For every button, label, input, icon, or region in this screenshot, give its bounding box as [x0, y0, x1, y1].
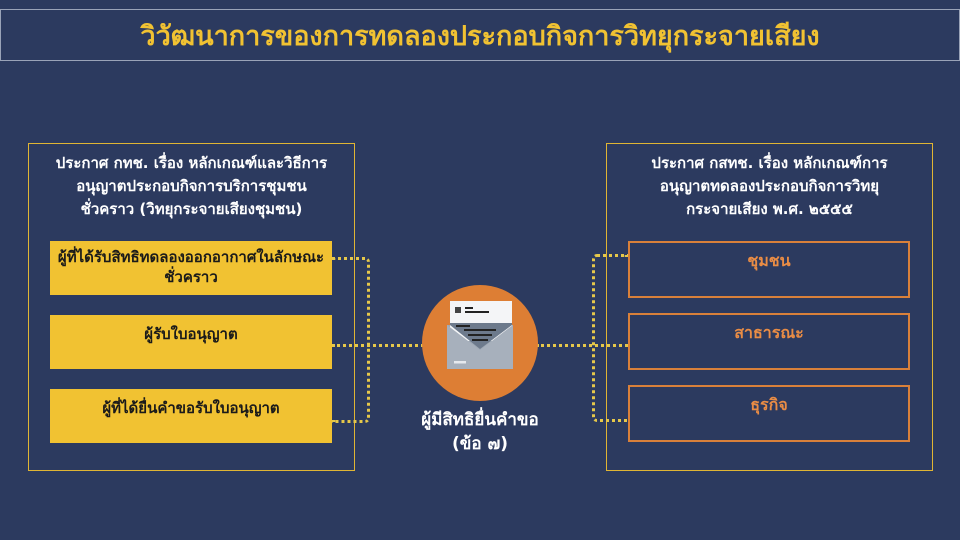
applicant-label-line2: (ข้อ ๗): [451, 434, 509, 454]
left-panel-heading: ประกาศ กทช. เรื่อง หลักเกณฑ์และวิธีการอน…: [55, 154, 328, 218]
right-item-business: ธุรกิจ: [628, 385, 910, 442]
connector-left-center: [332, 344, 424, 347]
slide-title: วิวัฒนาการของการทดลองประกอบกิจการวิทยุกร…: [0, 9, 960, 61]
left-item-applicant: ผู้ที่ได้ยื่นคำขอรับใบอนุญาต: [50, 389, 332, 443]
envelope-icon: [447, 301, 513, 369]
left-item-licensee: ผู้รับใบอนุญาต: [50, 315, 332, 369]
left-item-temporary-broadcaster: ผู้ที่ได้รับสิทธิทดลองออกอากาศในลักษณะชั…: [50, 241, 332, 295]
right-item-public: สาธารณะ: [628, 313, 910, 370]
applicant-label: ผู้มีสิทธิยื่นคำขอ (ข้อ ๗): [380, 408, 580, 456]
right-panel: ประกาศ กสทช. เรื่อง หลักเกณฑ์การอนุญาตทด…: [606, 143, 933, 471]
left-panel: ประกาศ กทช. เรื่อง หลักเกณฑ์และวิธีการอน…: [28, 143, 355, 471]
applicant-label-line1: ผู้มีสิทธิยื่นคำขอ: [421, 410, 539, 430]
connector-right-center: [536, 344, 628, 347]
right-item-community: ชุมชน: [628, 241, 910, 298]
connector-right-bracket: [592, 254, 628, 422]
right-panel-heading: ประกาศ กสทช. เรื่อง หลักเกณฑ์การอนุญาตทด…: [651, 154, 888, 218]
connector-left-bracket: [332, 257, 370, 423]
applicant-circle: [422, 285, 538, 401]
